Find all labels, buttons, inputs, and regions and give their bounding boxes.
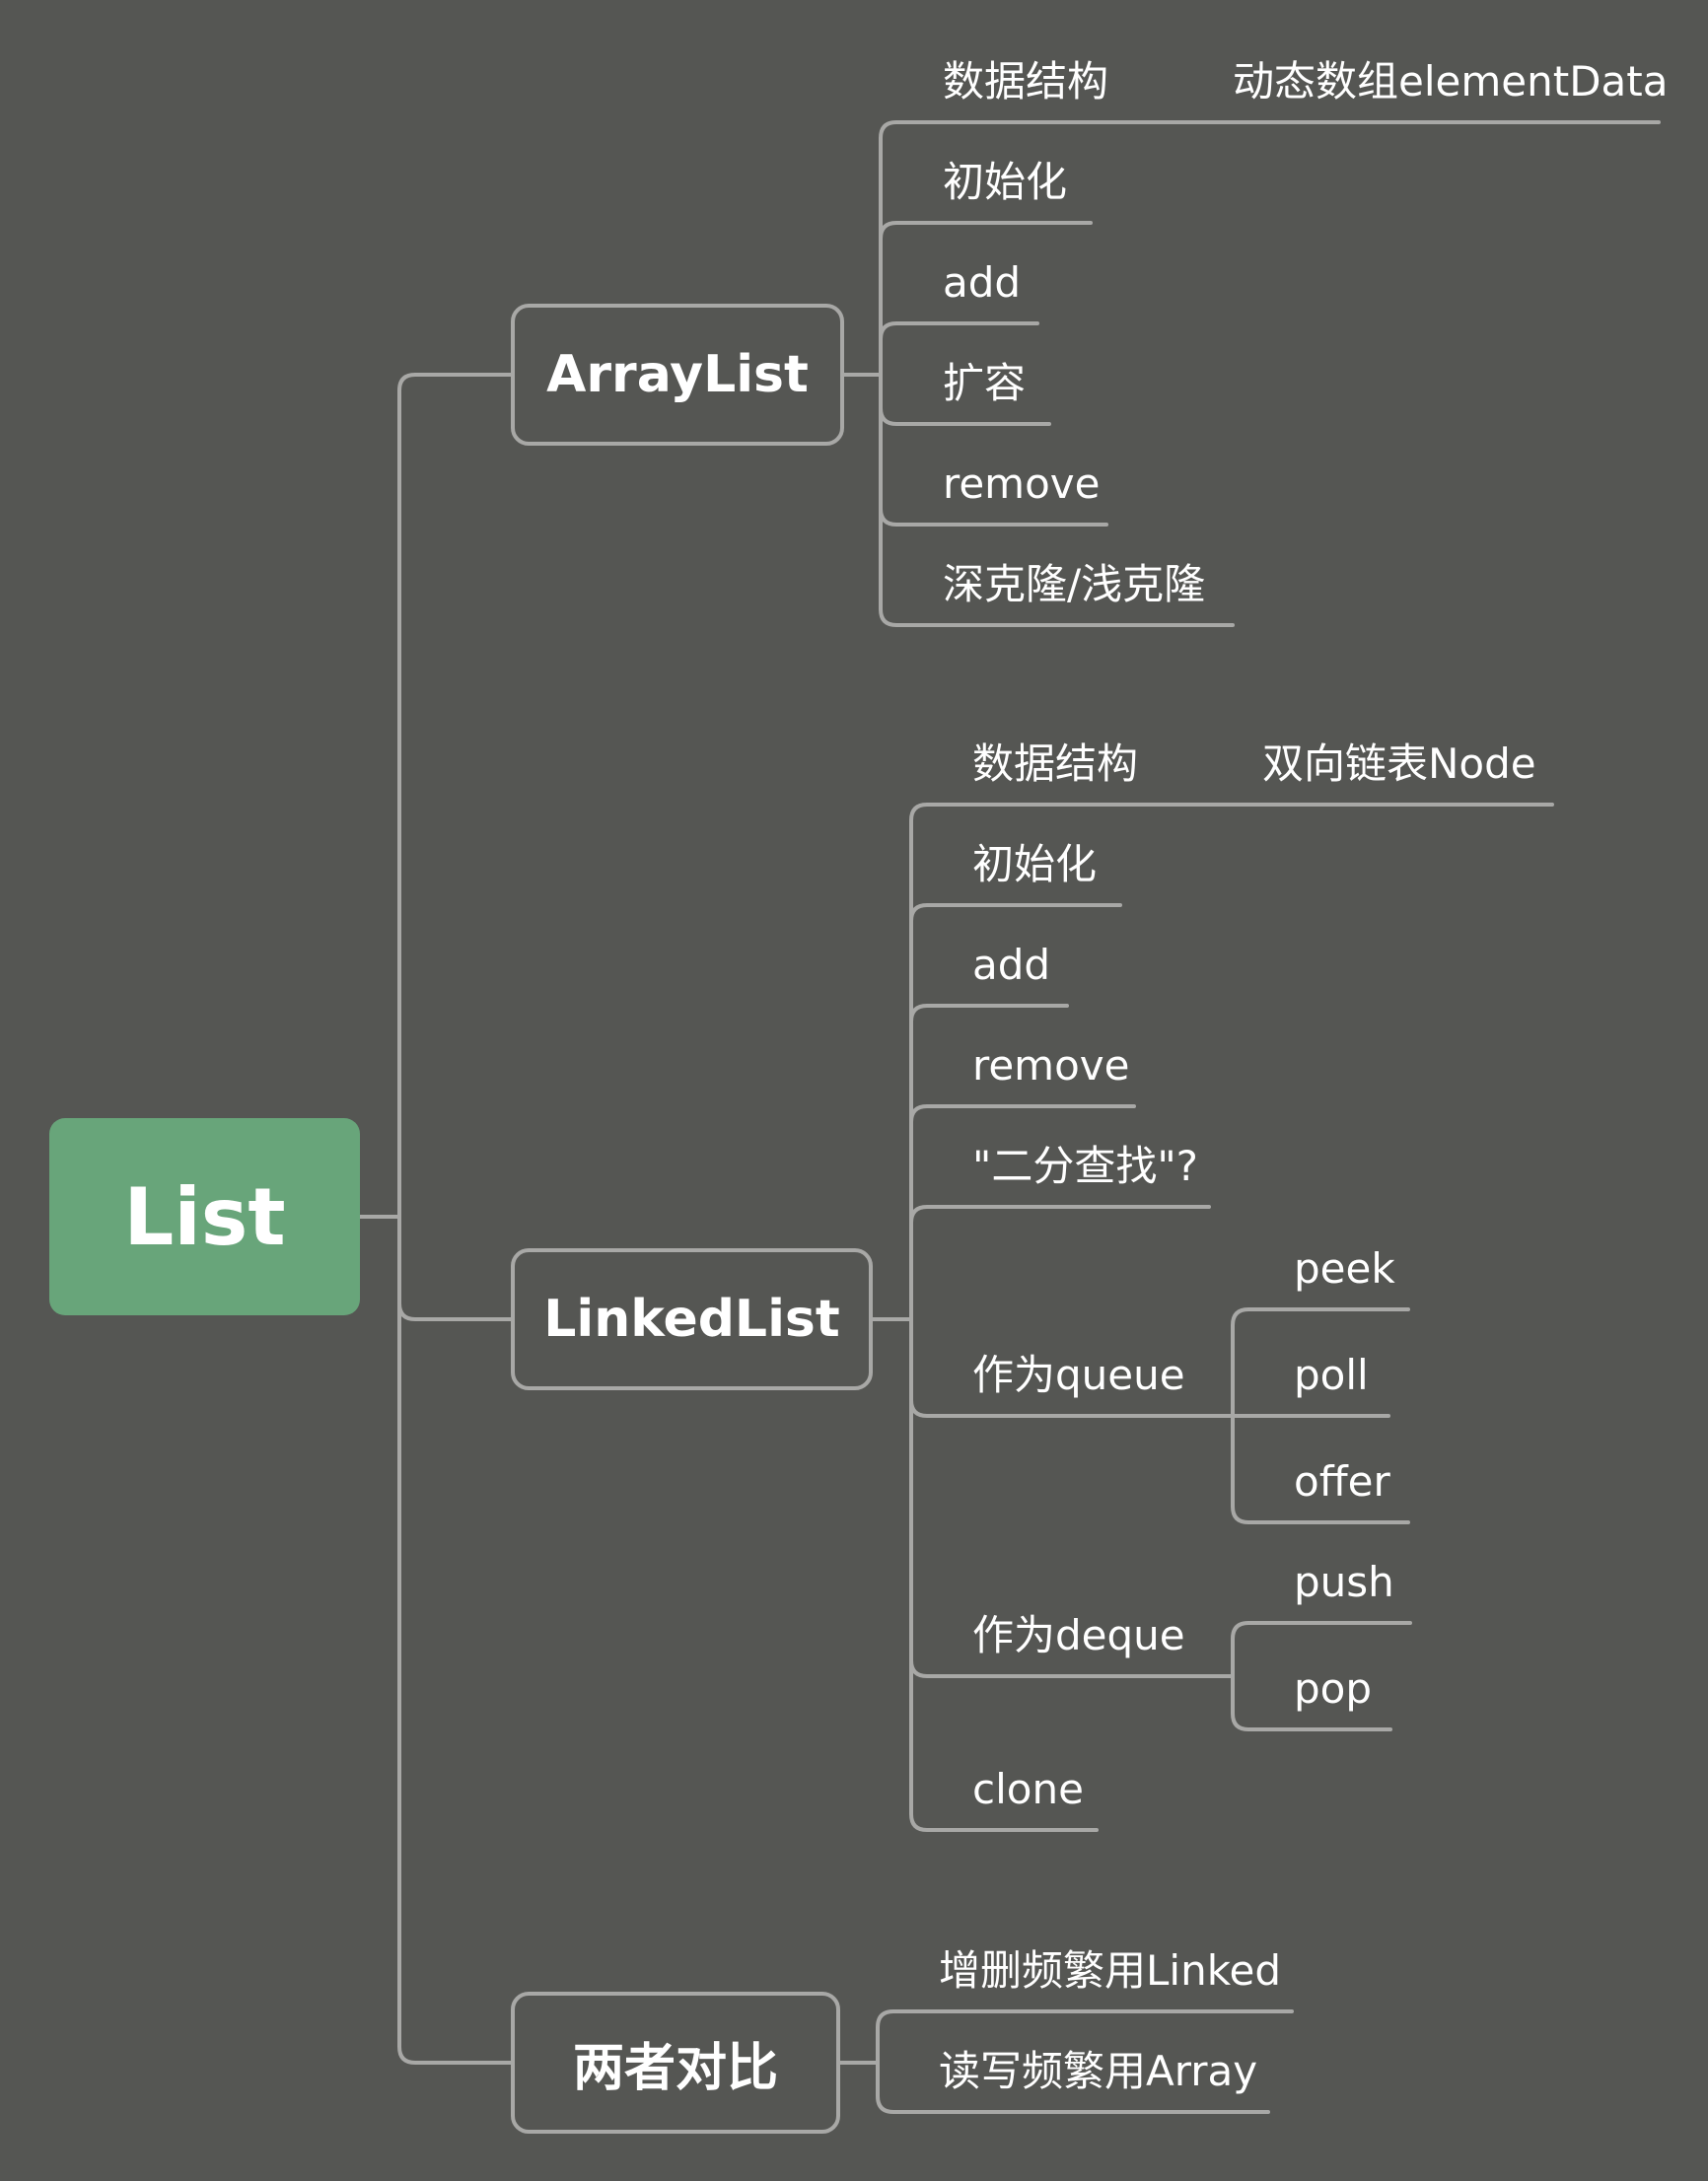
linkedlist-connector-child-7 xyxy=(909,1317,1099,1832)
leaf-arraylist-grow[interactable]: 扩容 xyxy=(943,359,1027,407)
leaf-linkedlist-binary-search[interactable]: "二分查找"? xyxy=(972,1142,1198,1190)
leaf-queue-offer[interactable]: offer xyxy=(1294,1457,1390,1506)
leaf-linkedlist-data-structure[interactable]: 数据结构 xyxy=(972,739,1139,788)
leaf-queue-peek[interactable]: peek xyxy=(1294,1244,1395,1293)
deque-connector-child-0 xyxy=(1231,1621,1412,1678)
linkedlist-connector-child-1 xyxy=(909,903,1122,1321)
root-connector-child-1 xyxy=(397,1215,513,1321)
root-connector-child-2 xyxy=(397,1215,513,2065)
arraylist-connector-child-2 xyxy=(879,321,1039,377)
arraylist-connector-child-1 xyxy=(879,221,1093,377)
linkedlist-connector-child-3 xyxy=(909,1104,1136,1321)
branch-node-linkedlist[interactable]: LinkedList xyxy=(511,1248,873,1390)
branch-label: ArrayList xyxy=(546,345,809,404)
arraylist-connector-child-5 xyxy=(879,373,1235,627)
leaf-arraylist-data-structure-value[interactable]: 动态数组elementData xyxy=(1233,57,1669,106)
root-connector-child-0 xyxy=(397,373,513,1219)
compare-connector-child-1 xyxy=(876,2061,1270,2114)
linkedlist-connector-child-0 xyxy=(909,803,1554,1321)
leaf-linkedlist-init[interactable]: 初始化 xyxy=(972,840,1098,888)
leaf-compare-read-write[interactable]: 读写频繁用Array xyxy=(939,2047,1258,2095)
leaf-deque-pop[interactable]: pop xyxy=(1294,1664,1373,1713)
arraylist-connector-child-0 xyxy=(879,120,1661,377)
leaf-arraylist-clone[interactable]: 深克隆/浅克隆 xyxy=(943,560,1206,608)
deque-connector-child-1 xyxy=(1231,1674,1392,1731)
linkedlist-connector-child-4 xyxy=(909,1205,1211,1321)
leaf-arraylist-remove[interactable]: remove xyxy=(943,459,1101,508)
leaf-linkedlist-clone[interactable]: clone xyxy=(972,1765,1084,1813)
linkedlist-connector-child-2 xyxy=(909,1004,1069,1321)
leaf-arraylist-add[interactable]: add xyxy=(943,258,1022,307)
branch-node-arraylist[interactable]: ArrayList xyxy=(511,304,844,446)
leaf-linkedlist-as-deque[interactable]: 作为deque xyxy=(972,1611,1185,1659)
leaf-deque-push[interactable]: push xyxy=(1294,1558,1394,1606)
compare-connector-child-0 xyxy=(876,2009,1294,2065)
leaf-arraylist-data-structure[interactable]: 数据结构 xyxy=(943,57,1109,106)
leaf-linkedlist-add[interactable]: add xyxy=(972,941,1051,989)
root-node-list[interactable]: List xyxy=(49,1118,360,1315)
leaf-queue-poll[interactable]: poll xyxy=(1294,1351,1369,1399)
branch-label: 两者对比 xyxy=(572,2038,778,2098)
queue-connector-child-0 xyxy=(1231,1307,1410,1418)
leaf-linkedlist-data-structure-value[interactable]: 双向链表Node xyxy=(1262,739,1536,788)
leaf-linkedlist-remove[interactable]: remove xyxy=(972,1041,1130,1090)
leaf-linkedlist-as-queue[interactable]: 作为queue xyxy=(972,1351,1185,1399)
branch-node-compare[interactable]: 两者对比 xyxy=(511,1992,840,2134)
root-label: List xyxy=(123,1170,286,1263)
leaf-arraylist-init[interactable]: 初始化 xyxy=(943,158,1068,206)
leaf-compare-insert-delete[interactable]: 增删频繁用Linked xyxy=(939,1946,1282,1995)
branch-label: LinkedList xyxy=(543,1290,840,1349)
queue-connector-child-2 xyxy=(1231,1414,1410,1524)
